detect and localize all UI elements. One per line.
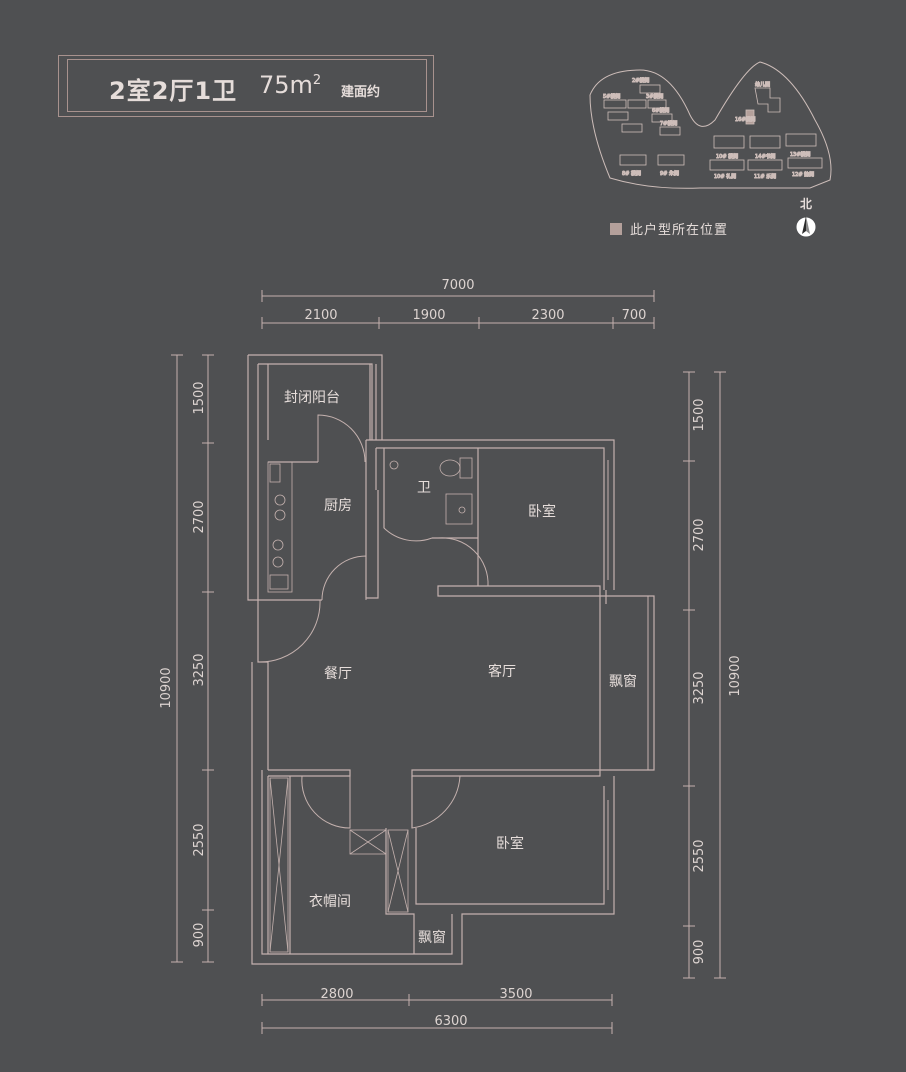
dim-left-2: 2700: [192, 500, 207, 533]
wall-cloakroom: [261, 770, 453, 955]
dim-left-4: 2550: [192, 823, 207, 856]
dim-right-5: 900: [692, 940, 707, 965]
site-label-10: 10# 楼阁: [716, 153, 738, 160]
room-cloakroom: 衣帽间: [309, 894, 351, 910]
site-plan-boundary: [589, 61, 832, 189]
dim-right-2: 2700: [692, 518, 707, 551]
north-arrow-icon: [795, 216, 817, 238]
dim-top-4: 700: [622, 308, 647, 323]
room-bay-window-2: 飘窗: [418, 929, 446, 946]
dim-right-3: 3250: [692, 671, 707, 704]
title-frame-inner: [67, 59, 427, 112]
kitchen-counter: [267, 461, 293, 593]
dim-top-2: 1900: [412, 308, 445, 323]
site-label-14: 14#书阁: [755, 153, 776, 160]
wall-balcony-bottom: [267, 364, 318, 463]
bay-window-frame-1: [599, 595, 655, 771]
floor-drain-icon: [389, 460, 399, 470]
bathroom-fixtures: [389, 457, 473, 525]
doors: [257, 414, 489, 829]
room-dining: 餐厅: [324, 666, 352, 682]
dim-top-total: 7000: [441, 278, 474, 293]
wall-bathroom: [383, 448, 601, 597]
site-label-16: 16#楼阁: [735, 116, 756, 123]
room-bedroom-1: 卧室: [528, 503, 556, 520]
site-label-7: 7#楼阁: [660, 120, 677, 127]
dim-left-5: 900: [192, 923, 207, 948]
dim-right-4: 2550: [692, 839, 707, 872]
site-label-8: 8# 楼阁: [622, 170, 641, 177]
site-label-kindergarten: 幼儿园: [755, 81, 770, 88]
location-legend: 此户型所在位置: [610, 219, 728, 238]
dim-bottom-1: 2800: [320, 987, 353, 1002]
site-label-2: 2#楼阁: [632, 77, 649, 84]
door-cloakroom: [301, 775, 351, 829]
wall-balcony-kitchen-left: [247, 354, 383, 601]
legend-label: 此户型所在位置: [630, 223, 729, 238]
windows: [599, 460, 655, 890]
cloakroom-shelves: [269, 777, 409, 953]
walls: [247, 354, 655, 965]
legend-swatch: [610, 223, 622, 235]
dimension-labels: 7000 2100 1900 2300 700 2800 3500 6300 1…: [159, 278, 743, 1029]
dim-bottom-total: 6300: [434, 1014, 467, 1029]
room-bedroom-2: 卧室: [496, 835, 524, 852]
dim-right-1: 1500: [692, 398, 707, 431]
title-frame: 2室2厅1卫 75m2 建面约: [58, 55, 434, 117]
site-label-9: 9# 朱阁: [660, 170, 679, 177]
door-bathroom: [383, 490, 433, 542]
dim-bottom-2: 3500: [499, 987, 532, 1002]
room-kitchen: 厨房: [324, 498, 352, 514]
site-label-11: 11# 乐阁: [754, 173, 776, 180]
dim-left-3: 3250: [192, 653, 207, 686]
north-label: 北: [800, 197, 813, 211]
site-label-13: 13#楼阁: [790, 151, 811, 158]
dim-left-1: 1500: [192, 381, 207, 414]
toilet-icon: [439, 459, 461, 477]
room-bay-window-1: 飘窗: [609, 673, 637, 690]
site-plan-labels: 5#楼阁 2#楼阁 3#楼阁 6#楼阁 7#楼阁 8# 楼阁 9# 朱阁 16#…: [603, 77, 815, 181]
room-bathroom: 卫: [417, 480, 431, 496]
dimension-lines: [171, 290, 726, 1034]
door-bedroom1: [437, 537, 489, 587]
site-label-3: 3#楼阁: [646, 93, 663, 100]
area-value: 75m2: [259, 71, 322, 99]
room-living: 客厅: [488, 663, 516, 680]
basin-icon: [445, 493, 473, 525]
dim-left-total: 10900: [159, 667, 174, 708]
room-labels: 封闭阳台 厨房 卫 卧室 餐厅 客厅 飘窗 卧室 衣帽间 飘窗: [284, 390, 637, 946]
door-entry: [257, 599, 321, 663]
site-plan-map: 5#楼阁 2#楼阁 3#楼阁 6#楼阁 7#楼阁 8# 楼阁 9# 朱阁 16#…: [589, 61, 832, 189]
site-label-10b: 10# 礼阁: [714, 173, 736, 180]
wall-kitchen-right: [365, 439, 615, 599]
layout-title: 2室2厅1卫: [109, 77, 238, 105]
site-label-5: 5#楼阁: [603, 93, 620, 100]
wall-dining-bottom: [268, 769, 351, 777]
dim-right-total: 10900: [728, 655, 743, 696]
dim-top-3: 2300: [531, 308, 564, 323]
site-plan-buildings: [603, 84, 823, 171]
door-bedroom2: [411, 775, 461, 829]
dim-top-1: 2100: [304, 308, 337, 323]
site-label-12: 12# 韵阁: [792, 171, 814, 178]
door-kitchen: [321, 555, 367, 601]
site-label-6: 6#楼阁: [652, 107, 669, 114]
wall-left-living: [251, 600, 615, 965]
room-balcony: 封闭阳台: [284, 390, 340, 406]
area-suffix: 建面约: [341, 85, 381, 100]
door-balcony: [317, 414, 366, 463]
